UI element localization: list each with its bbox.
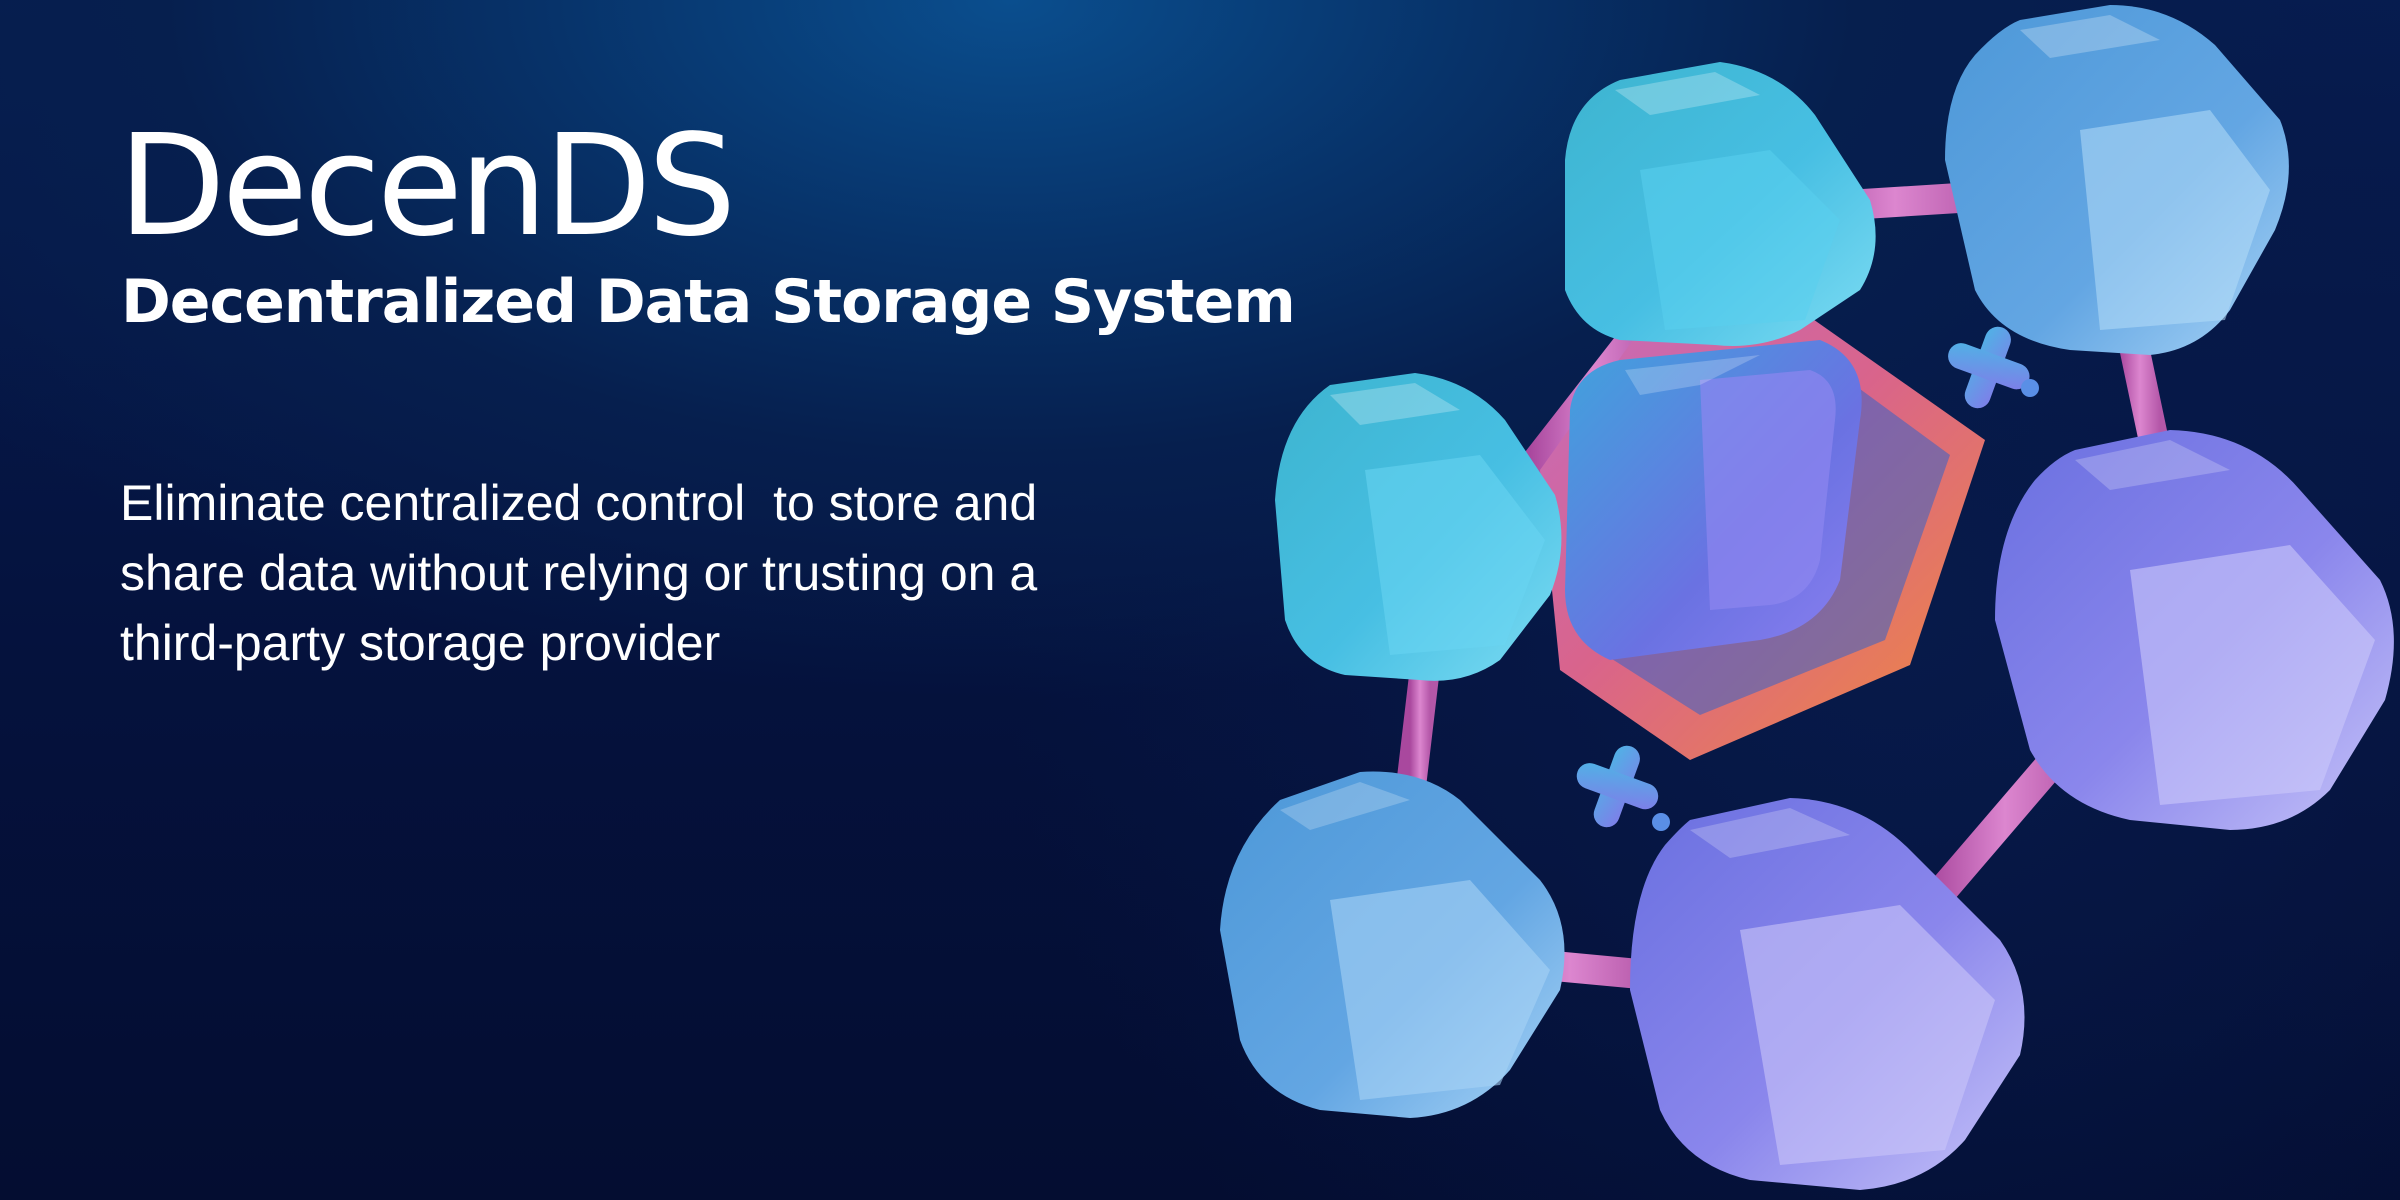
node-cube-bottom-left (1220, 771, 1565, 1118)
plus-sparkle-bottom (1576, 745, 1670, 831)
description-line-3: third-party storage provider (120, 615, 721, 671)
description-line-2: share data without relying or trusting o… (120, 545, 1038, 601)
center-hexagon-frame (1540, 310, 1985, 760)
brand-title: DecenDS (118, 105, 736, 268)
hero-description: Eliminate centralized control to store a… (120, 468, 1200, 678)
node-cube-top-left (1565, 62, 1876, 346)
plus-sparkle-top (1948, 326, 2039, 409)
node-cube-top-right (1945, 5, 2289, 355)
node-cube-right (1995, 430, 2394, 830)
node-cube-bottom-right (1630, 798, 2025, 1190)
node-cube-mid-left (1275, 373, 1562, 681)
description-line-1: Eliminate centralized control to store a… (120, 475, 1038, 531)
brand-subtitle: Decentralized Data Storage System (121, 267, 1296, 337)
